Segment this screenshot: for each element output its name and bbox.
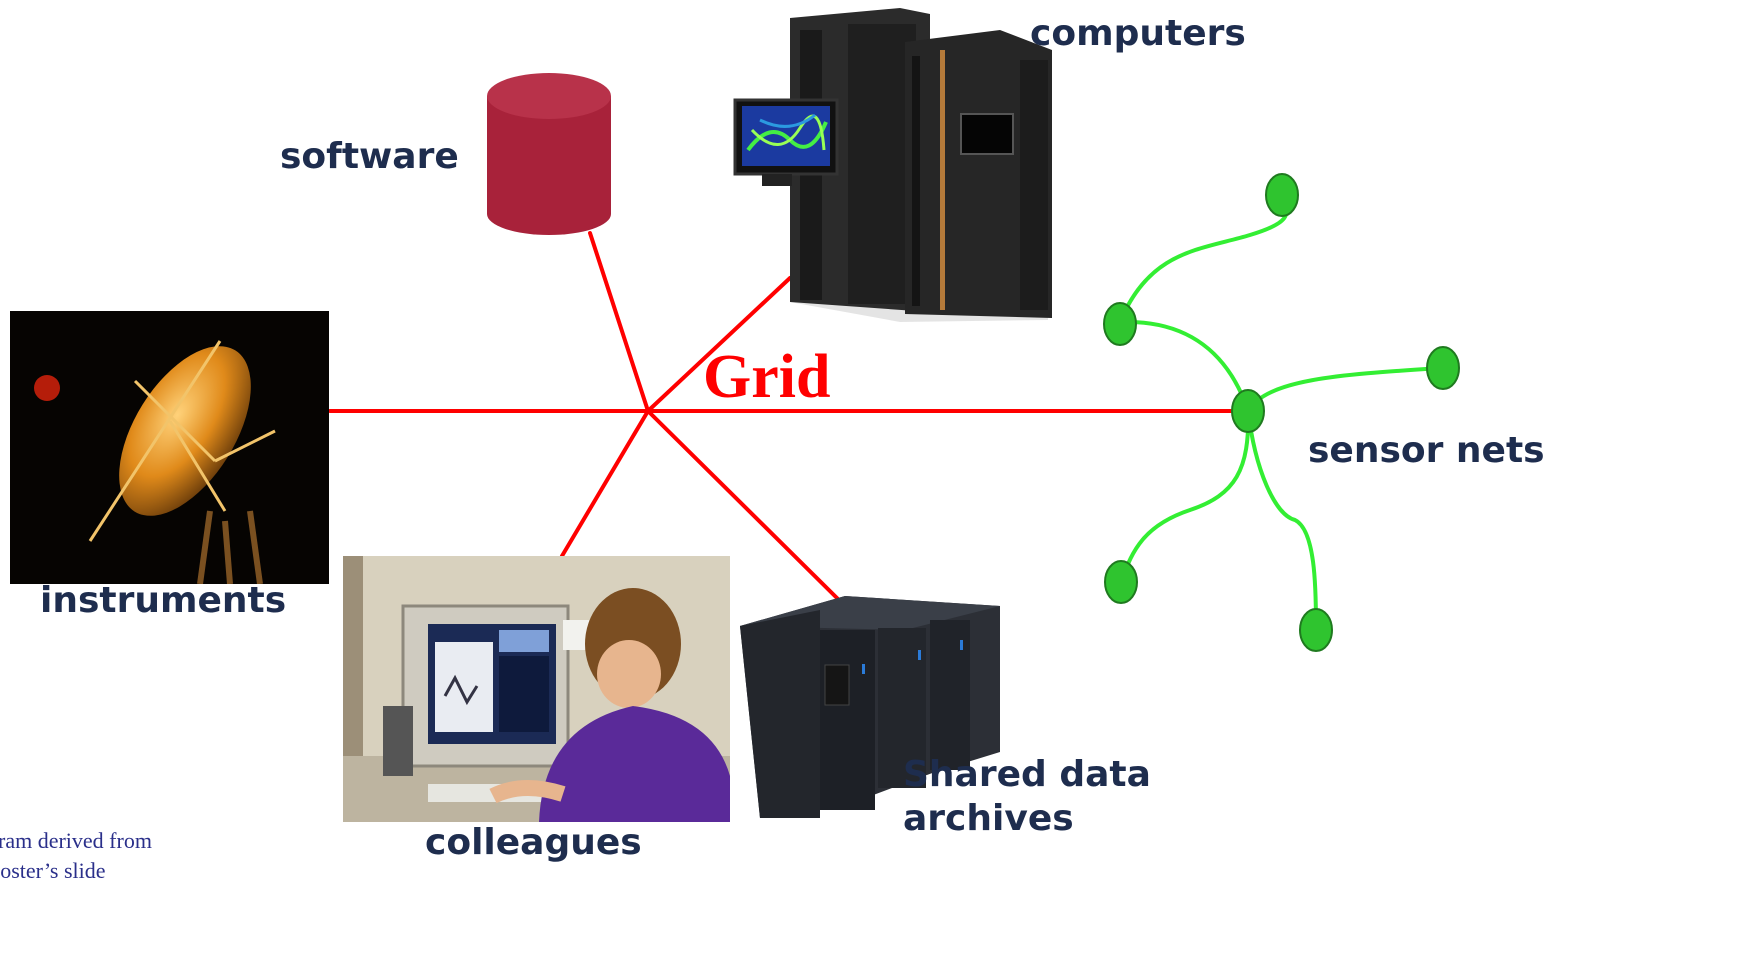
sensor-node <box>1104 560 1138 604</box>
link-software <box>588 231 650 413</box>
person-at-computer-image <box>343 556 730 822</box>
sensor-link-3 <box>1246 366 1444 412</box>
link-colleagues <box>560 409 650 558</box>
satellite-dish-image <box>10 311 329 584</box>
label-computers: computers <box>1030 13 1246 54</box>
sensor-link-1 <box>1118 193 1289 324</box>
label-instruments: instruments <box>40 580 287 621</box>
link-archives <box>646 409 844 605</box>
label-archives-line1: Shared data <box>903 754 1151 795</box>
sensor-node <box>1426 346 1460 390</box>
sensor-node <box>1103 302 1137 346</box>
label-archives-line2: archives <box>903 798 1074 839</box>
sensor-node-hub <box>1231 389 1265 433</box>
label-software: software <box>280 136 459 177</box>
label-colleagues: colleagues <box>425 822 642 863</box>
link-computers <box>646 276 792 413</box>
grid-title: Grid <box>703 343 831 411</box>
credit-line-1: ram derived from <box>0 828 152 853</box>
sensor-link-5 <box>1246 408 1318 629</box>
label-sensor-nets: sensor nets <box>1308 430 1545 471</box>
sensor-link-4 <box>1120 408 1251 582</box>
sensor-link-2 <box>1118 319 1250 412</box>
credit-line-2: Foster’s slide <box>0 858 106 883</box>
sensor-node <box>1265 173 1299 217</box>
sensor-node <box>1299 608 1333 652</box>
